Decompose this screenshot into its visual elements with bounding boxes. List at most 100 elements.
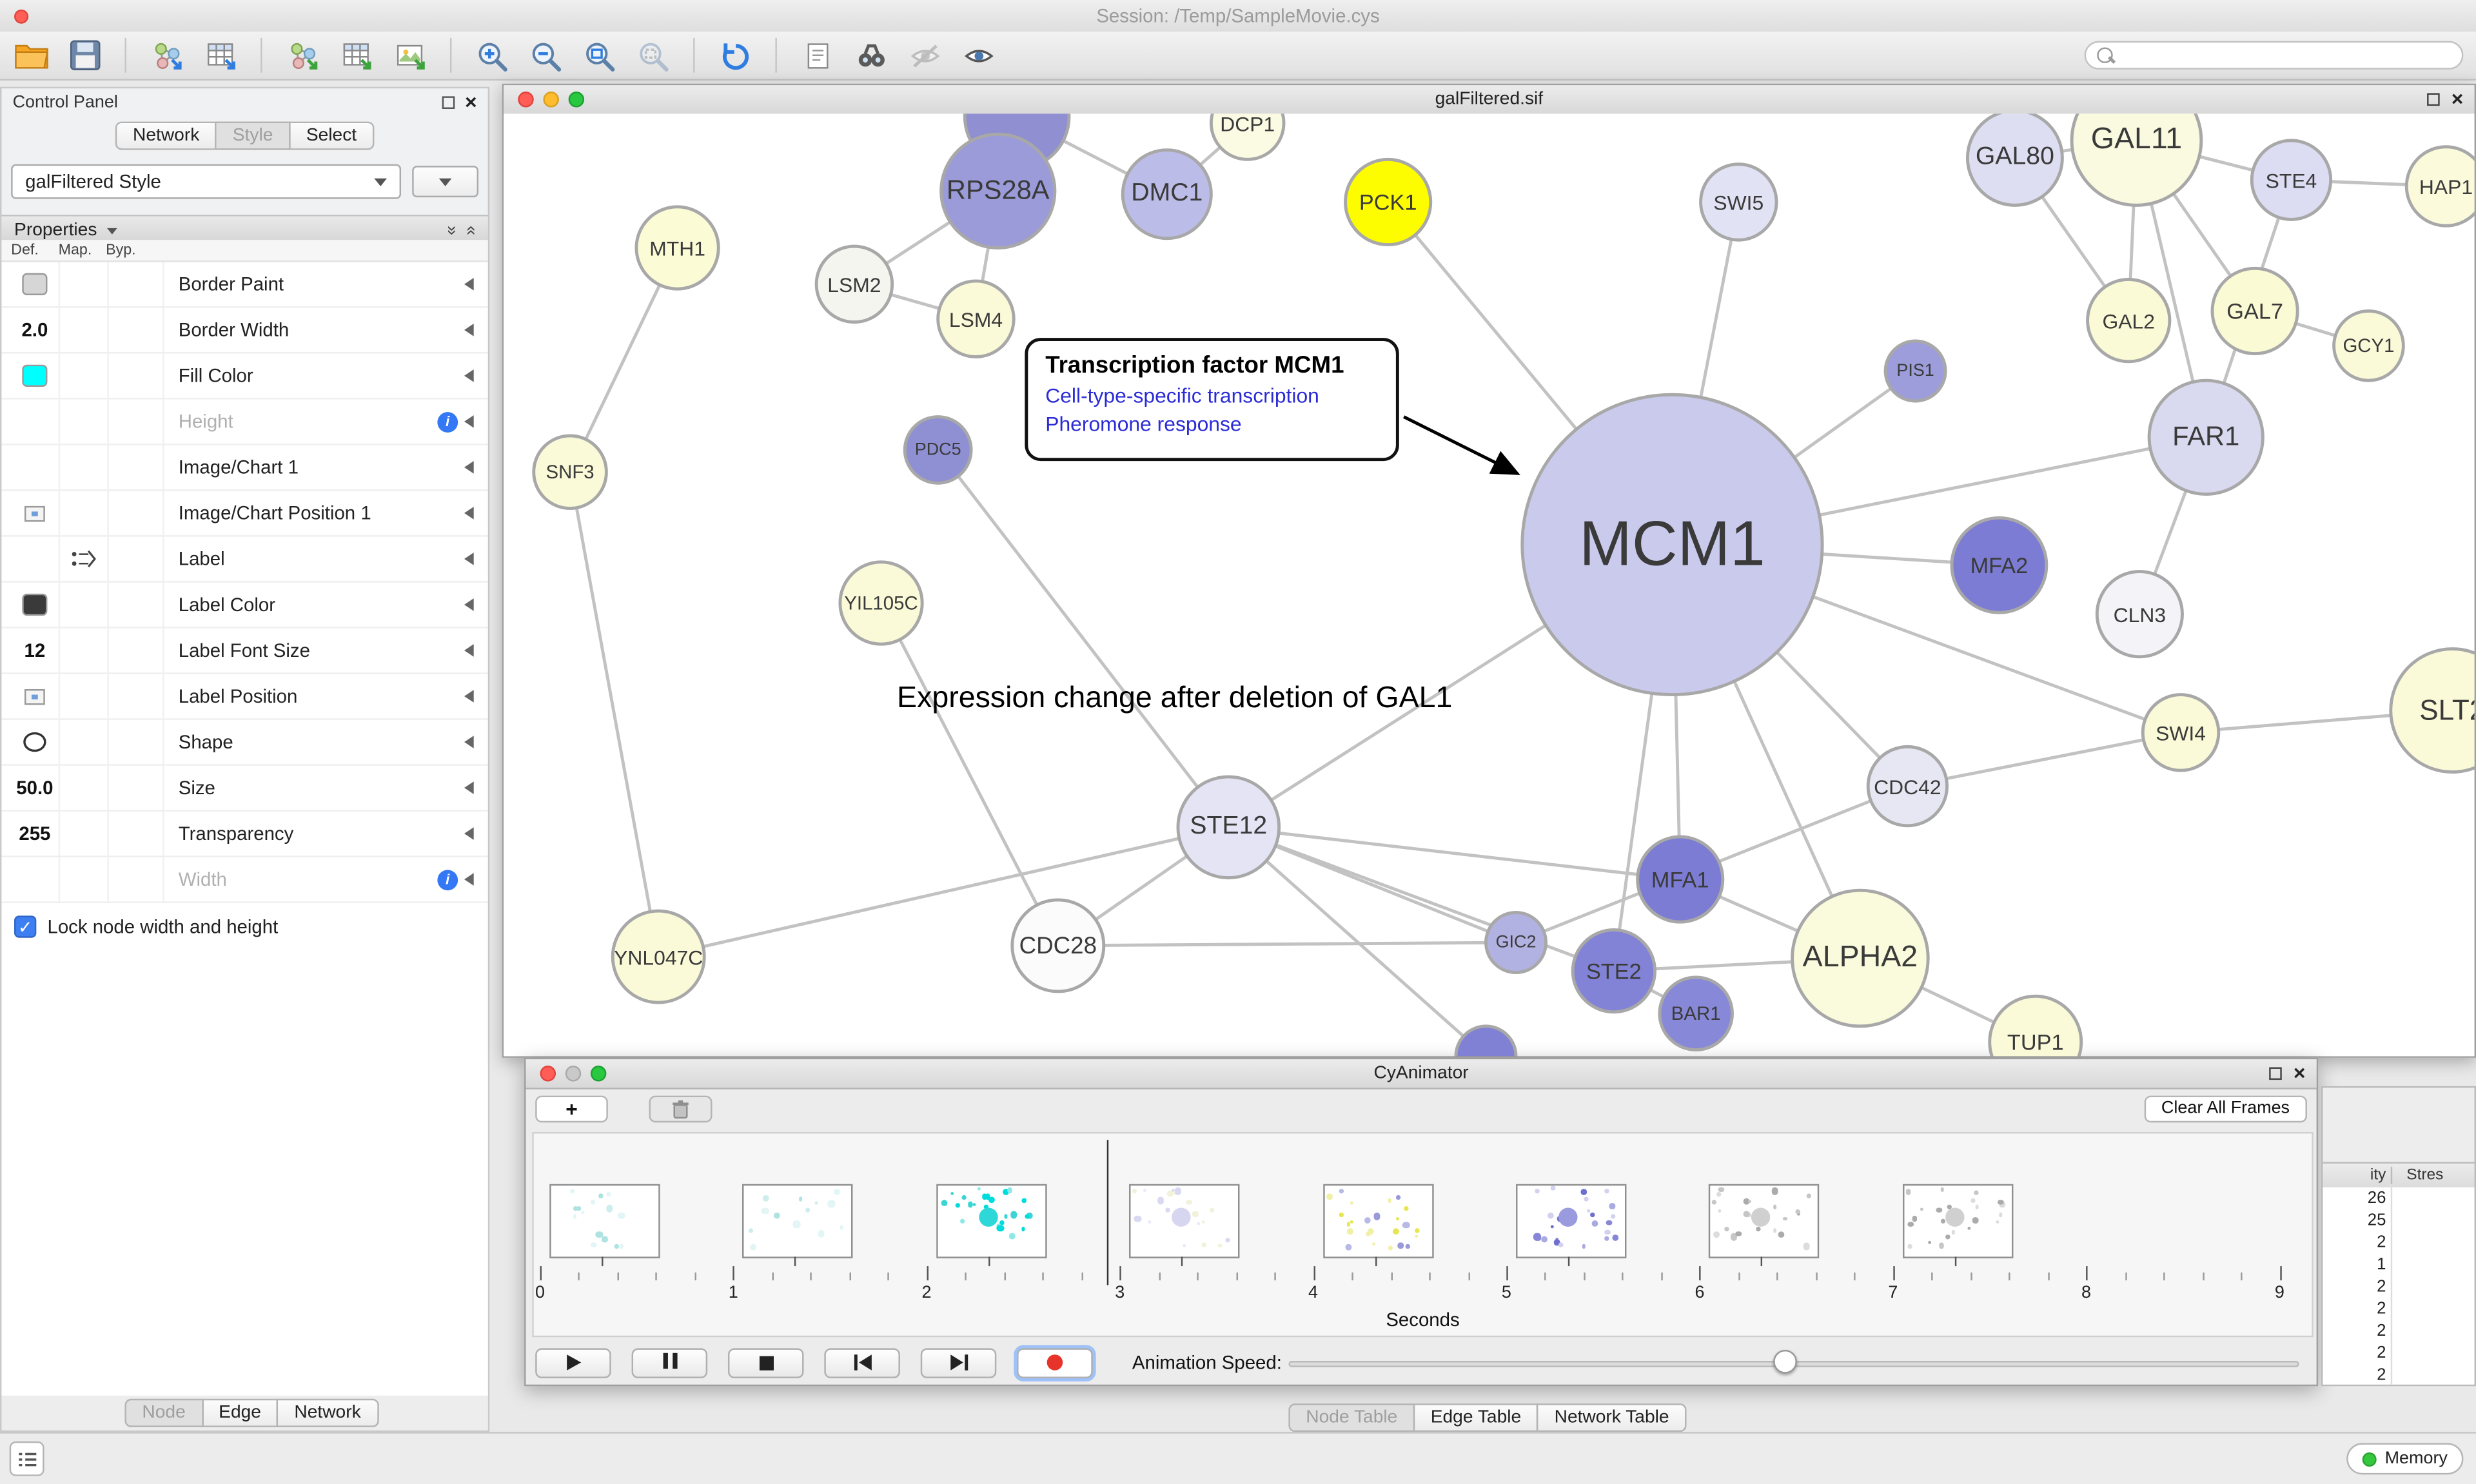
network-node-cdc28[interactable]: CDC28 [1010,898,1106,993]
frame-thumbnail-3[interactable] [1129,1184,1240,1258]
property-row-label-position[interactable]: Label Position [1,674,488,720]
export-network-icon[interactable] [284,38,320,73]
search-input[interactable] [2120,44,2451,66]
show-items-icon[interactable] [960,38,996,73]
frame-handle[interactable] [1375,1256,1377,1267]
maximize-frame-icon[interactable] [2269,1067,2282,1080]
network-node-bar1[interactable]: BAR1 [1658,975,1734,1052]
zoom-selected-icon[interactable] [634,38,671,73]
default-value-cell[interactable] [11,582,61,627]
speed-slider-thumb[interactable] [1773,1349,1797,1374]
expand-property-icon[interactable] [464,278,474,291]
hide-items-icon[interactable] [907,38,943,73]
bypass-cell[interactable] [109,628,164,673]
tab-style[interactable]: Style [215,121,291,150]
zoom-out-icon[interactable] [527,38,564,73]
table-row[interactable]: 2 [2323,1363,2474,1385]
bypass-cell[interactable] [109,399,164,444]
refresh-icon[interactable] [717,38,753,73]
frame-handle[interactable] [1761,1256,1764,1267]
expand-property-icon[interactable] [464,324,474,337]
collapse-all-icon[interactable]: » [460,226,480,236]
mapping-cell[interactable] [60,582,109,627]
network-node-swi5[interactable]: SWI5 [1699,162,1778,242]
property-row-shape[interactable]: Shape [1,719,488,766]
memory-button[interactable]: Memory [2346,1443,2464,1475]
property-row-fill-color[interactable]: Fill Color [1,353,488,400]
bypass-cell[interactable] [109,765,164,810]
expand-property-icon[interactable] [464,827,474,840]
default-value-cell[interactable] [11,674,61,719]
tab-node[interactable]: Node [124,1398,203,1427]
mapping-cell[interactable] [60,536,109,581]
table-row[interactable]: 26 [2323,1187,2474,1209]
mapping-cell[interactable] [60,628,109,673]
network-node-mcm1[interactable]: MCM1 [1520,393,1824,697]
minimize-traffic-light[interactable] [565,1066,582,1082]
network-node-pdc5[interactable]: PDC5 [903,415,973,485]
expand-property-icon[interactable] [464,690,474,703]
default-value-cell[interactable] [11,445,61,490]
skip-end-button[interactable] [920,1347,997,1378]
checkbox-checked-icon[interactable]: ✓ [14,915,37,938]
default-value-cell[interactable] [11,491,61,536]
float-panel-icon[interactable] [442,95,456,108]
frame-thumbnail-2[interactable] [936,1184,1047,1258]
mapping-cell[interactable] [60,491,109,536]
mapping-cell[interactable] [60,674,109,719]
network-node-gal7[interactable]: GAL7 [2210,266,2299,356]
annotation-box[interactable]: Transcription factor MCM1 Cell-type-spec… [1025,338,1399,462]
search-network-icon[interactable] [852,38,889,73]
import-table-icon[interactable] [202,38,238,73]
expand-all-icon[interactable]: » [442,226,461,236]
network-canvas[interactable]: Expression change after deletion of GAL1… [504,113,2475,1057]
network-node-rps28a[interactable]: RPS28A [939,132,1057,249]
table-row[interactable]: 2 [2323,1320,2474,1342]
playhead[interactable] [1106,1140,1109,1285]
maximize-frame-icon[interactable] [2427,93,2440,106]
network-node-gal80[interactable]: GAL80 [1965,113,2064,207]
bypass-cell[interactable] [109,857,164,902]
close-traffic-light[interactable] [518,92,534,108]
tab-edge-table[interactable]: Edge Table [1413,1403,1539,1432]
import-network-icon[interactable] [148,38,184,73]
tab-network-table[interactable]: Network Table [1537,1403,1687,1432]
style-options-button[interactable] [412,166,479,198]
network-node-gal2[interactable]: GAL2 [2086,278,2172,364]
cyanimator-titlebar[interactable]: CyAnimator × [526,1059,2317,1089]
play-button[interactable] [535,1347,611,1378]
table-row[interactable]: 2 [2323,1275,2474,1298]
property-row-border-paint[interactable]: Border Paint [1,262,488,308]
frame-thumbnail-1[interactable] [742,1184,854,1258]
network-node-mth1[interactable]: MTH1 [634,205,720,291]
tab-edge[interactable]: Edge [201,1398,279,1427]
table-row[interactable]: 2 [2323,1298,2474,1320]
add-frame-button[interactable]: + [535,1095,608,1122]
style-selector[interactable]: galFiltered Style [11,164,402,199]
close-panel-icon[interactable]: × [464,89,477,113]
table-column-header[interactable]: Stres [2390,1166,2475,1184]
save-session-icon[interactable] [66,38,103,73]
default-value-cell[interactable]: 50.0 [11,765,61,810]
network-node-pck1[interactable]: PCK1 [1344,157,1433,247]
mapping-cell[interactable] [60,399,109,444]
zoom-traffic-light[interactable] [590,1066,607,1082]
table-row[interactable]: 2 [2323,1342,2474,1364]
network-window-titlebar[interactable]: galFiltered.sif × [504,85,2475,115]
mapping-cell[interactable] [60,445,109,490]
annotation-link[interactable]: Cell-type-specific transcription [1045,384,1319,407]
annotation-icon[interactable] [799,38,835,73]
expand-property-icon[interactable] [464,369,474,382]
network-node-mfa2[interactable]: MFA2 [1950,516,2049,614]
mapping-cell[interactable] [60,308,109,353]
tab-select[interactable]: Select [288,121,375,150]
network-node-alpha2[interactable]: ALPHA2 [1791,888,1930,1028]
close-frame-icon[interactable]: × [2451,86,2464,111]
close-traffic-light[interactable] [540,1066,556,1082]
default-value-cell[interactable] [11,719,61,765]
